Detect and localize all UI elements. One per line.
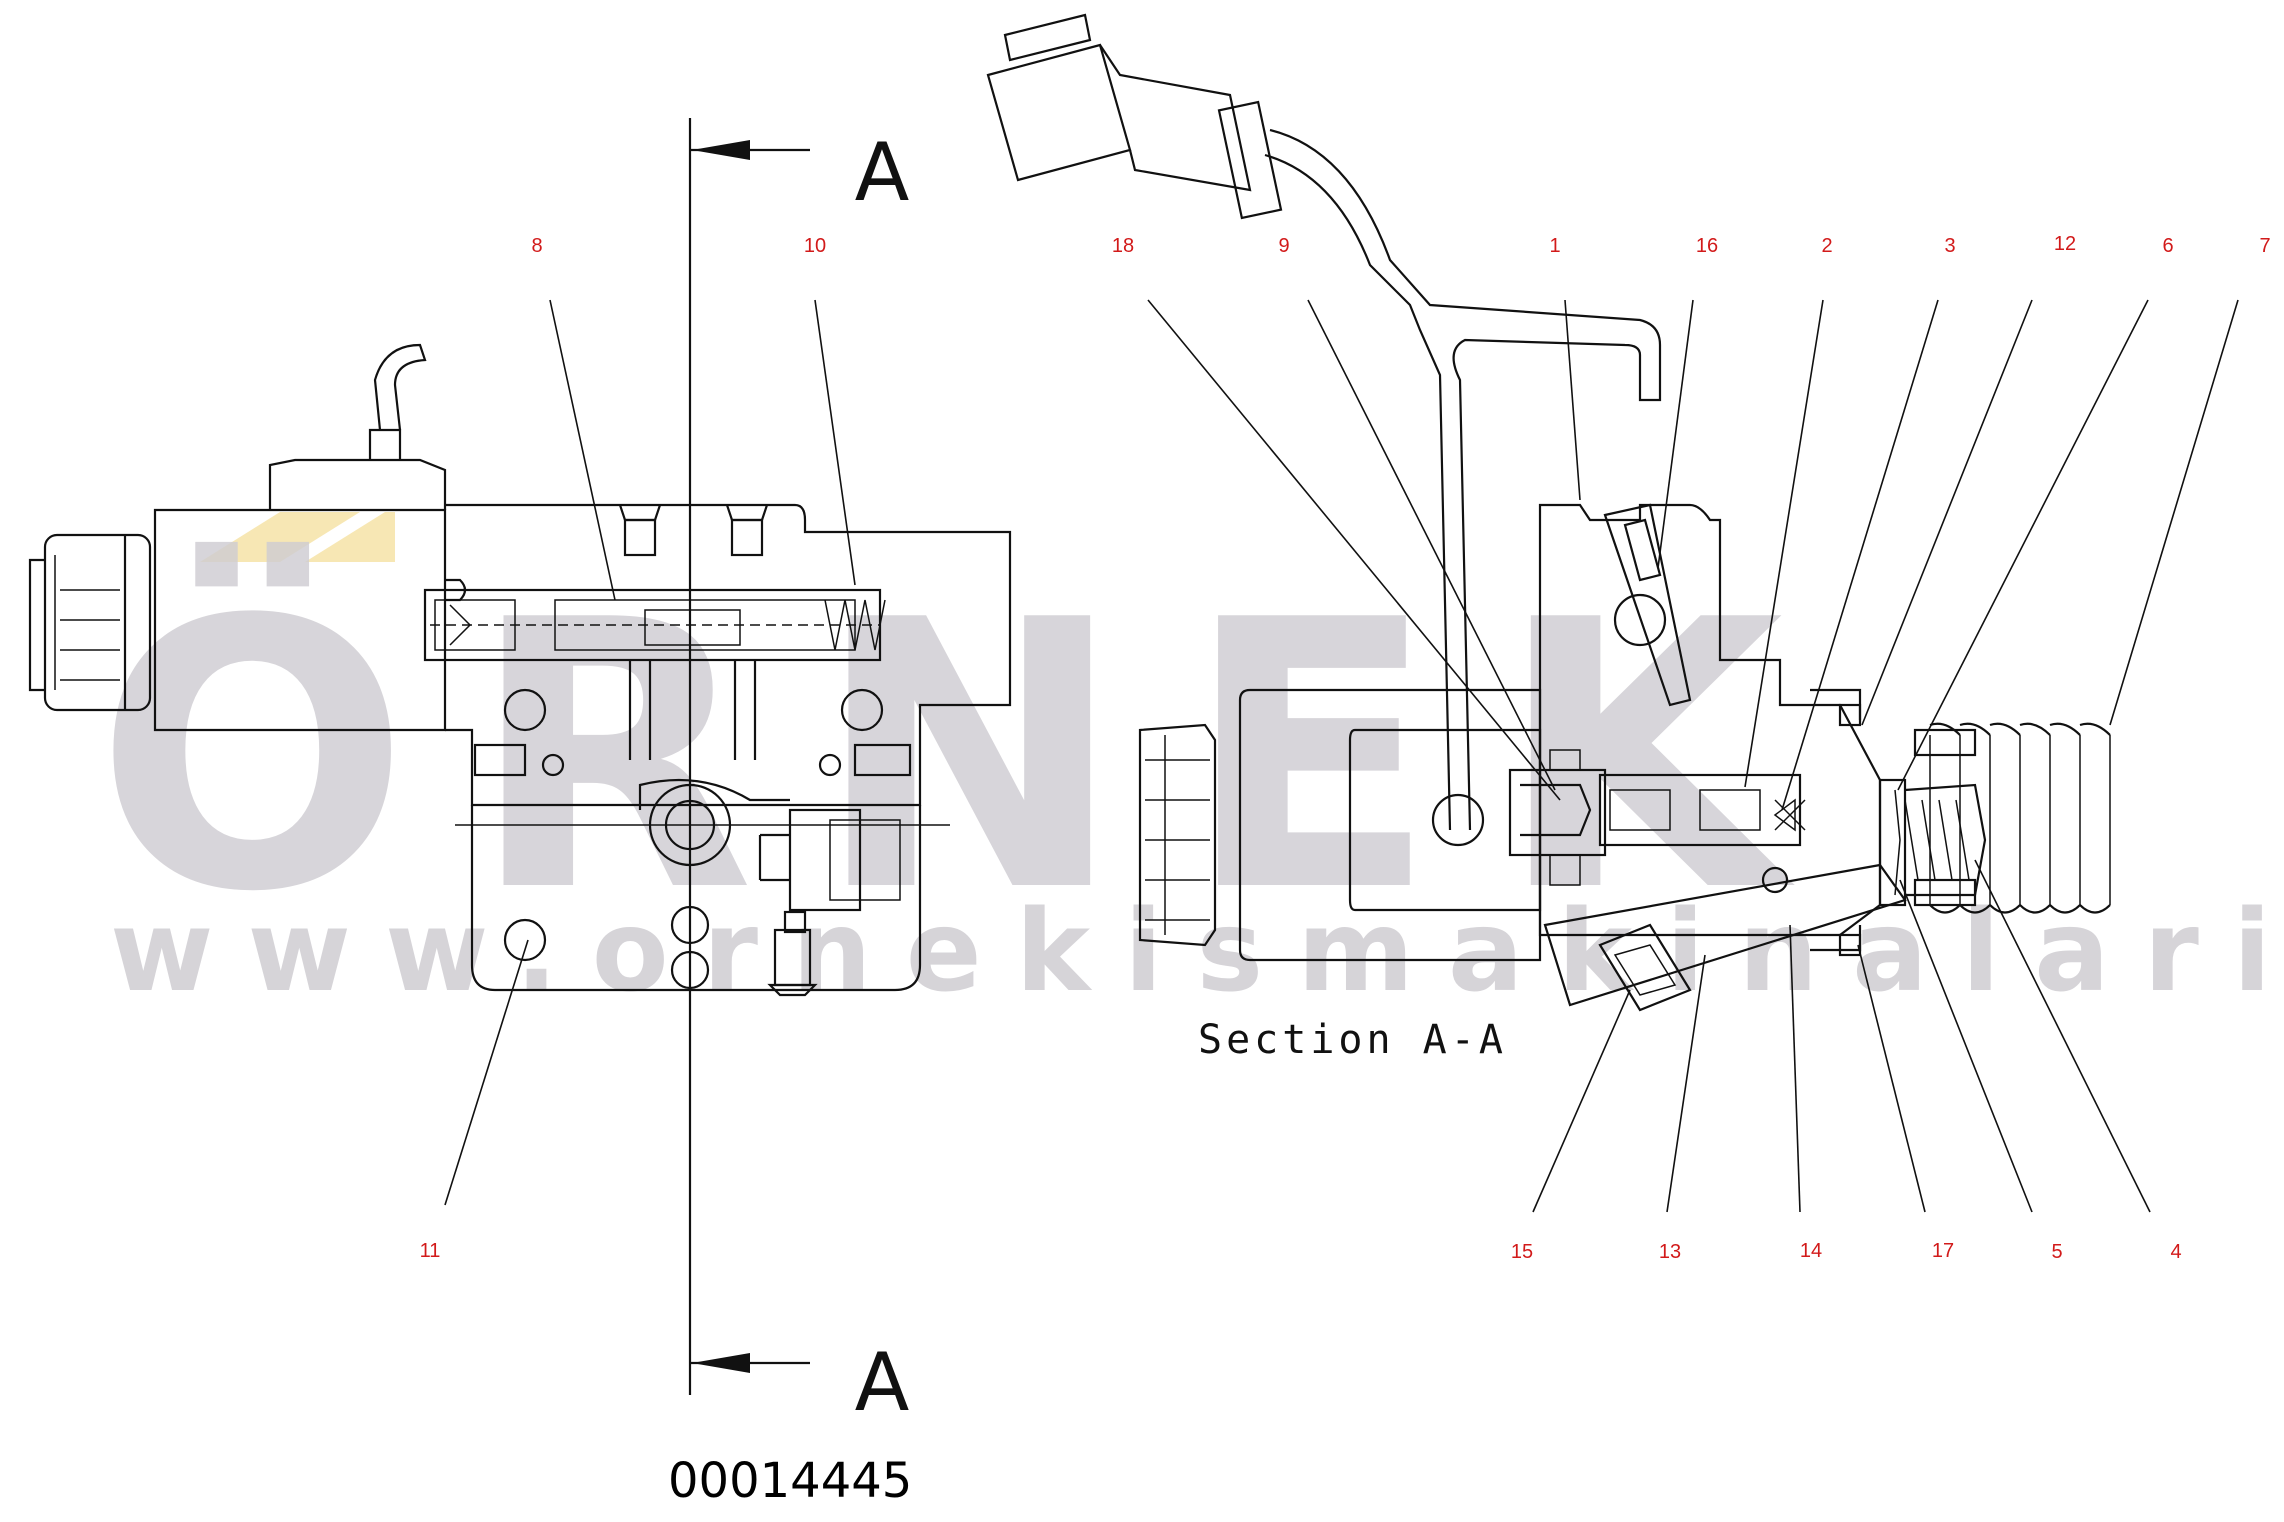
callout-15: 15 [1511, 1241, 1533, 1263]
callout-12: 12 [2054, 233, 2076, 255]
callout-4: 4 [2170, 1241, 2181, 1263]
section-view: Section A-A [986, 13, 2111, 1063]
watermark: ÖRNEK www.ornekismakinalari.com.tr [95, 512, 2284, 1017]
callout-10: 10 [804, 235, 826, 257]
callout-1: 1 [1549, 235, 1560, 257]
callout-14: 14 [1800, 1240, 1822, 1262]
watermark-logo-chevron-right [305, 512, 395, 562]
callout-labels: 8 10 18 9 1 16 2 3 12 6 7 11 15 13 14 17… [420, 233, 2271, 1263]
callout-8: 8 [531, 235, 542, 257]
watermark-logo-chevron-left [200, 512, 360, 562]
section-title: Section A-A [1198, 1017, 1507, 1063]
callout-6: 6 [2162, 235, 2173, 257]
callout-9: 9 [1278, 235, 1289, 257]
callout-17: 17 [1932, 1240, 1954, 1262]
callout-7: 7 [2259, 235, 2270, 257]
watermark-brand: ÖRNEK [95, 538, 1844, 973]
callout-13: 13 [1659, 1241, 1681, 1263]
left-view-valve [28, 343, 1012, 997]
callout-3: 3 [1944, 235, 1955, 257]
drawing-number: 00014445 [668, 1453, 912, 1509]
callout-5: 5 [2051, 1241, 2062, 1263]
callout-2: 2 [1821, 235, 1832, 257]
callout-18: 18 [1112, 235, 1134, 257]
section-cut-line: A A [688, 118, 910, 1429]
callout-16: 16 [1696, 235, 1718, 257]
section-letter-bottom: A [855, 1336, 910, 1429]
section-letter-top: A [855, 126, 910, 219]
callout-11: 11 [420, 1240, 441, 1262]
leader-lines [444, 299, 2239, 1213]
